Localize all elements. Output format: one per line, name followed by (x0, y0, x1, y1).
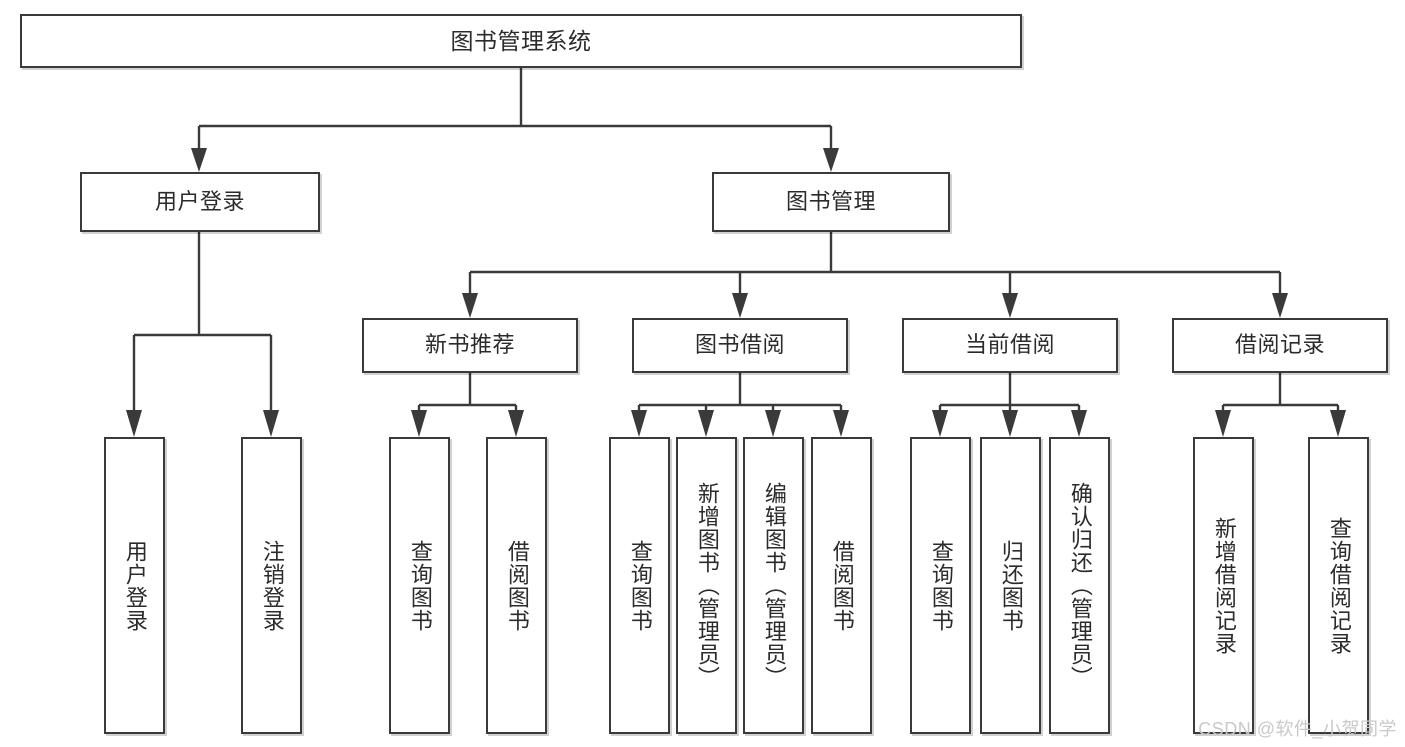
node-borrow-record[interactable]: 借阅记录 (1172, 318, 1388, 373)
node-root[interactable]: 图书管理系统 (20, 14, 1022, 68)
node-current-borrow[interactable]: 当前借阅 (902, 318, 1118, 373)
arrowhead-l2-2 (732, 293, 748, 318)
node-book-borrow[interactable]: 图书借阅 (632, 318, 848, 373)
arrowhead-c3 (1071, 410, 1087, 437)
arrowhead-b3 (765, 410, 781, 437)
leaf-user-login[interactable]: 用户登录 (104, 437, 165, 734)
arrowhead-user-login (191, 148, 207, 172)
arrowhead-b1 (631, 410, 647, 437)
arrowhead-c1 (932, 410, 948, 437)
leaf-logout[interactable]: 注销登录 (241, 437, 302, 734)
leaf-query-borrow-record[interactable]: 查询借阅记录 (1308, 437, 1369, 734)
leaf-borrow-query-book[interactable]: 查询图书 (609, 437, 670, 734)
arrowhead-u2 (263, 410, 279, 437)
arrowhead-n2 (508, 410, 524, 437)
leaf-current-query-book[interactable]: 查询图书 (910, 437, 971, 734)
leaf-return-book[interactable]: 归还图书 (980, 437, 1041, 734)
leaf-borrow-book[interactable]: 借阅图书 (811, 437, 872, 734)
arrowhead-r2 (1330, 410, 1346, 437)
leaf-add-borrow-record[interactable]: 新增借阅记录 (1193, 437, 1254, 734)
leaf-add-book-admin[interactable]: 新增图书（管理员） (676, 437, 737, 734)
node-book-management[interactable]: 图书管理 (712, 172, 950, 232)
arrowhead-u1 (126, 410, 142, 437)
arrowhead-b2 (698, 410, 714, 437)
arrowhead-l2-3 (1002, 293, 1018, 318)
csdn-watermark: CSDN @软件_小贺同学 (1198, 719, 1397, 739)
arrowhead-r1 (1215, 410, 1231, 437)
leaf-new-book-borrow[interactable]: 借阅图书 (486, 437, 547, 734)
node-new-book-recommend[interactable]: 新书推荐 (362, 318, 578, 373)
arrowhead-book-manage (823, 148, 839, 172)
leaf-new-book-query[interactable]: 查询图书 (389, 437, 450, 734)
arrowhead-n1 (411, 410, 427, 437)
node-user-login[interactable]: 用户登录 (80, 172, 320, 232)
leaf-edit-book-admin[interactable]: 编辑图书（管理员） (743, 437, 804, 734)
arrowhead-b4 (833, 410, 849, 437)
arrowhead-l2-4 (1272, 293, 1288, 318)
arrowhead-l2-1 (462, 293, 478, 318)
arrowhead-c2 (1002, 410, 1018, 437)
leaf-confirm-return-admin[interactable]: 确认归还（管理员） (1049, 437, 1110, 734)
